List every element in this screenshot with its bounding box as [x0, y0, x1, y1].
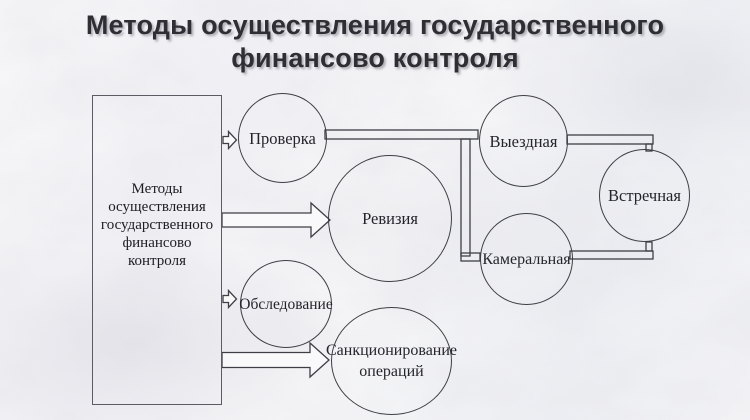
root-methods-box: Методы осуществления государственного фи… — [92, 95, 222, 405]
node-kameralnaya-label: Камеральная — [482, 250, 571, 268]
node-proverka-label: Проверка — [249, 128, 316, 148]
bar-stub-vstrechnaya-bottom — [645, 241, 653, 252]
slide-title: Методы осуществления государственного фи… — [0, 9, 750, 75]
bar-proverka-to-vyezdnaya — [324, 129, 479, 140]
arrow-to-obsledovanie-icon — [222, 288, 238, 310]
root-box-line: осуществления — [108, 199, 206, 215]
node-obsledovanie-label: Обследование — [239, 295, 333, 313]
node-sankcionirovanie: Санкционирование операций — [326, 307, 457, 415]
node-vstrechnaya-label: Встречная — [608, 186, 681, 205]
node-reviziya-label: Ревизия — [362, 209, 418, 228]
node-vyezdnaya-label: Выездная — [489, 131, 558, 151]
node-sankcionirovanie-line1: Санкционирование — [325, 342, 458, 359]
bar-vyezdnaya-to-vstrechnaya — [566, 134, 654, 145]
root-box-line: контроля — [128, 253, 186, 269]
node-reviziya: Ревизия — [328, 155, 452, 282]
bar-kameralnaya-to-vstrechnaya — [569, 250, 654, 260]
node-vyezdnaya: Выездная — [479, 95, 568, 187]
arrow-to-proverka-icon — [222, 129, 238, 151]
node-proverka: Проверка — [238, 93, 327, 183]
node-vstrechnaya: Встречная — [599, 149, 690, 242]
slide-title-line2: финансово контроля — [231, 43, 519, 73]
arrow-to-sankcionirovanie-icon — [221, 341, 330, 379]
node-sankcionirovanie-label: Санкционирование операций — [326, 340, 457, 382]
bar-vertical-junction — [460, 138, 471, 257]
node-obsledovanie: Обследование — [239, 260, 333, 348]
root-box-line: государственного — [100, 217, 214, 233]
slide-title-line1: Методы осуществления государственного — [85, 10, 665, 40]
root-box-line: финансово — [122, 235, 192, 251]
node-sankcionirovanie-line2: операций — [359, 363, 424, 380]
root-box-line: Методы — [131, 181, 183, 197]
node-kameralnaya: Камеральная — [480, 213, 573, 305]
arrow-to-reviziya-icon — [221, 201, 331, 239]
